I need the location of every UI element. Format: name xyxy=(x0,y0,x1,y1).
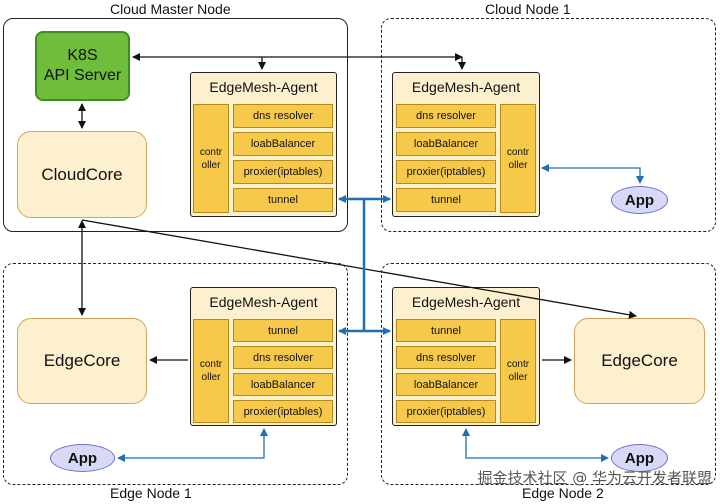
edgemesh-agent-edge-node-1: EdgeMesh-Agent contr oller tunnel dns re… xyxy=(190,287,337,426)
cloud-node-1-title: Cloud Node 1 xyxy=(481,1,575,17)
agent-title: EdgeMesh-Agent xyxy=(209,294,318,310)
cloud-master-node-frame xyxy=(3,18,348,232)
edgecore-edge-node-1: EdgeCore xyxy=(17,318,147,404)
module-proxier: proxier(iptables) xyxy=(396,400,496,423)
module-tunnel: tunnel xyxy=(396,188,496,212)
cloudcore: CloudCore xyxy=(17,131,147,218)
edge1-agent-app-link xyxy=(117,428,268,462)
module-load-balancer: loabBalancer xyxy=(233,132,333,156)
module-load-balancer: loabBalancer xyxy=(396,132,496,156)
edgemesh-agent-edge-node-2: EdgeMesh-Agent tunnel dns resolver loabB… xyxy=(392,287,540,426)
module-load-balancer: loabBalancer xyxy=(233,373,333,396)
edgemesh-agent-cloud-node-1: EdgeMesh-Agent dns resolver loabBalancer… xyxy=(392,72,540,217)
edge-node-1-frame xyxy=(3,263,348,485)
module-tunnel: tunnel xyxy=(396,319,496,342)
cloud1-agent-app-link xyxy=(541,164,644,184)
controller-module: contr oller xyxy=(193,319,229,423)
controller-module: contr oller xyxy=(193,104,229,213)
module-proxier: proxier(iptables) xyxy=(233,160,333,184)
app-cloud-node-1: App xyxy=(611,186,668,214)
module-dns-resolver: dns resolver xyxy=(396,346,496,369)
module-dns-resolver: dns resolver xyxy=(233,104,333,128)
agent-title: EdgeMesh-Agent xyxy=(411,79,521,95)
edgecore-1-label: EdgeCore xyxy=(43,351,121,370)
agent-title: EdgeMesh-Agent xyxy=(411,294,521,310)
module-load-balancer: loabBalancer xyxy=(396,373,496,396)
edgecore-edge-node-2: EdgeCore xyxy=(574,318,705,404)
edge-node-1-title: Edge Node 1 xyxy=(106,485,196,501)
cloudcore-label: CloudCore xyxy=(41,164,123,184)
edge-node-2-title: Edge Node 2 xyxy=(518,485,608,501)
controller-module: contr oller xyxy=(500,104,536,213)
module-dns-resolver: dns resolver xyxy=(233,346,333,369)
cloudcore-edgecore2-arrow xyxy=(81,219,637,319)
k8s-api-server: K8S API Server xyxy=(35,31,130,101)
app-edge-node-2: App xyxy=(611,444,668,472)
edge2-agent-app-link xyxy=(462,428,609,462)
k8s-label: K8S xyxy=(67,47,98,64)
controller-module: contr oller xyxy=(500,319,536,423)
edge-node-2-frame xyxy=(381,263,716,485)
cloud-node-1-frame xyxy=(381,18,716,232)
agent-title: EdgeMesh-Agent xyxy=(209,79,318,95)
module-dns-resolver: dns resolver xyxy=(396,104,496,128)
edgemesh-agent-master: EdgeMesh-Agent contr oller dns resolver … xyxy=(190,72,337,217)
module-proxier: proxier(iptables) xyxy=(233,400,333,423)
edgecore-2-label: EdgeCore xyxy=(601,351,678,370)
module-tunnel: tunnel xyxy=(233,319,333,342)
app-edge-node-1: App xyxy=(50,444,115,472)
cloud-master-node-title: Cloud Master Node xyxy=(106,1,235,17)
api-server-label: API Server xyxy=(43,67,122,84)
module-proxier: proxier(iptables) xyxy=(396,160,496,184)
module-tunnel: tunnel xyxy=(233,188,333,212)
watermark: 掘金技术社区 @ 华为云开发者联盟 xyxy=(477,469,712,487)
